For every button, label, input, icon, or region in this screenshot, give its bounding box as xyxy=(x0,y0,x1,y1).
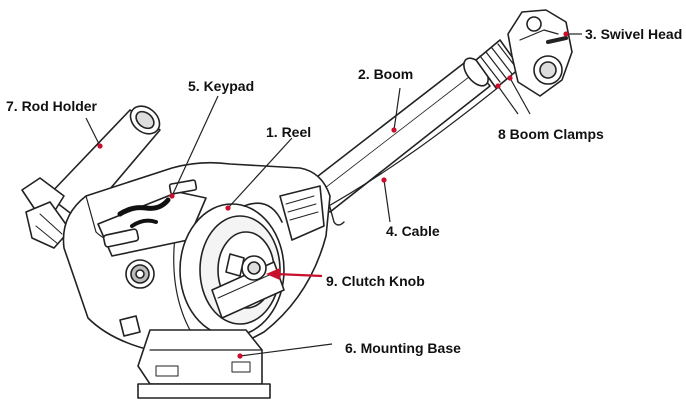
label-swivel-head: 3. Swivel Head xyxy=(585,26,683,42)
label-keypad: 5. Keypad xyxy=(188,78,255,94)
leader-boom xyxy=(393,87,401,131)
leader-dots xyxy=(97,31,569,359)
side-dial xyxy=(125,259,155,289)
mounting-base xyxy=(119,315,271,399)
leader-cable xyxy=(383,179,391,223)
cable xyxy=(317,85,501,213)
leader-reel xyxy=(227,137,293,209)
rod-holder xyxy=(21,105,161,249)
leader-boom-clamps-2 xyxy=(509,77,531,115)
swivel-head xyxy=(507,9,573,97)
label-cable: 4. Cable xyxy=(386,223,440,239)
label-rod-holder: 7. Rod Holder xyxy=(6,98,98,114)
leader-keypad xyxy=(171,95,219,197)
reel-spool xyxy=(179,202,285,337)
leader-boom-clamps-1 xyxy=(497,85,519,115)
clutch-knob xyxy=(225,253,267,281)
clutch-knob-arrow xyxy=(266,268,323,280)
label-boom: 2. Boom xyxy=(358,66,414,82)
label-reel: 1. Reel xyxy=(266,124,312,140)
label-boom-clamps: 8 Boom Clamps xyxy=(498,126,604,142)
leader-lines xyxy=(85,33,582,357)
leader-rod-holder xyxy=(85,117,101,147)
leader-mounting-base xyxy=(239,343,333,357)
cable-hook xyxy=(327,199,345,226)
label-clutch-knob: 9. Clutch Knob xyxy=(326,273,425,289)
keypad xyxy=(97,179,207,257)
label-mounting-base: 6. Mounting Base xyxy=(345,340,461,356)
